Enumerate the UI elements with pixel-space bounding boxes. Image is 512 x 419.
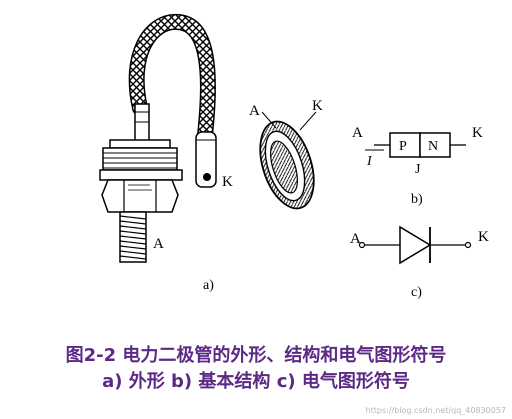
panel-c-label: c): [411, 285, 422, 300]
figure-caption: 图2-2 电力二极管的外形、结构和电气图形符号 a) 外形 b) 基本结构 c)…: [0, 343, 512, 395]
watermark: https://blog.csdn.net/qq_40830057: [365, 406, 506, 415]
symbol-cathode-label: K: [478, 229, 489, 245]
structure-cathode-label: K: [472, 125, 483, 141]
caption-subtitle: a) 外形 b) 基本结构 c) 电气图形符号: [102, 371, 410, 392]
symbol-triangle: [399, 225, 432, 265]
braided-lead-texture: [130, 15, 215, 142]
chip-cathode-label: K: [312, 98, 323, 114]
panel-b-label: b): [411, 192, 423, 207]
chip-cathode-leader: [299, 111, 317, 131]
chip-anode-leader: [261, 111, 277, 129]
diode-body: [102, 147, 178, 171]
symbol-anode-label: A: [350, 231, 361, 247]
cathode-lug: [195, 131, 217, 188]
hex-base: [101, 179, 179, 213]
n-region-label: N: [428, 139, 438, 154]
p-region: [389, 132, 421, 158]
pn-structure: A K P N J I: [352, 125, 483, 177]
panel-a-label: a): [203, 278, 214, 293]
appearance-anode-label: A: [153, 236, 164, 252]
junction-label: J: [415, 162, 421, 177]
p-region-label: P: [399, 139, 407, 154]
diode-chip: A K: [249, 98, 323, 210]
appearance-cathode-label: K: [222, 174, 233, 190]
structure-anode-label: A: [352, 125, 363, 141]
symbol-cathode-terminal: [464, 241, 472, 249]
diode-symbol: A K: [350, 225, 489, 265]
diode-flange: [99, 169, 183, 181]
diode-appearance: K A: [99, 14, 233, 263]
lug-hole: [203, 173, 211, 181]
diode-cap: [109, 139, 171, 149]
chip-core: [270, 140, 298, 194]
current-label: I: [366, 154, 373, 169]
chip-anode-label: A: [249, 103, 260, 119]
lead-ferrule: [134, 103, 150, 145]
caption-title: 图2-2 电力二极管的外形、结构和电气图形符号: [65, 345, 447, 366]
